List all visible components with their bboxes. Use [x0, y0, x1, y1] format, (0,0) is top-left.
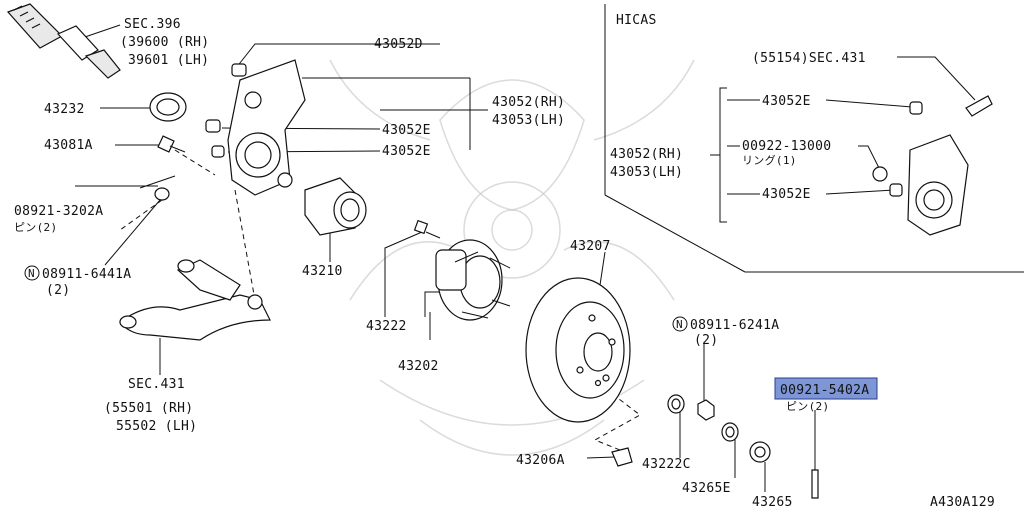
label-39601[interactable]: 39601 (LH)	[128, 53, 209, 68]
hub-bolt-part	[413, 219, 441, 239]
label-08911-6241a[interactable]: 08911-6241A	[690, 318, 779, 333]
small-hardware-parts	[611, 394, 819, 499]
label-08911-6241a-qty: (2)	[694, 333, 718, 348]
label-08921-pin: ピン(2)	[14, 221, 57, 234]
label-43052-rh[interactable]: 43052(RH)	[492, 95, 565, 110]
label-00921-pin: ピン(2)	[786, 400, 829, 413]
nut-part	[139, 175, 176, 201]
label-43265e[interactable]: 43265E	[682, 481, 731, 496]
label-hicas-00922[interactable]: 00922-13000	[742, 139, 831, 154]
label-39600[interactable]: (39600 (RH)	[120, 35, 209, 50]
n-mark-icon-2: N	[676, 318, 683, 331]
highlight-box	[774, 377, 878, 400]
label-00921-5402a[interactable]: 00921-5402A	[780, 383, 869, 398]
label-sec-431[interactable]: SEC.431	[128, 377, 185, 392]
label-hicas-43052e-b[interactable]: 43052E	[762, 187, 811, 202]
label-43052e-b[interactable]: 43052E	[382, 144, 431, 159]
label-43081a[interactable]: 43081A	[44, 138, 93, 153]
lower-arm-part	[119, 259, 271, 341]
figure-code: A430A129	[930, 495, 995, 510]
label-hicas-43053-lh[interactable]: 43053(LH)	[610, 165, 683, 180]
assembly-dashed-lines	[119, 149, 641, 451]
label-08911-6441a-qty: (2)	[46, 283, 70, 298]
label-43052d[interactable]: 43052D	[374, 37, 423, 52]
label-hicas-43052e-a[interactable]: 43052E	[762, 94, 811, 109]
watermark-emblem	[329, 59, 695, 456]
label-43202[interactable]: 43202	[398, 359, 439, 374]
label-43207[interactable]: 43207	[570, 239, 611, 254]
hicas-knuckle-part	[872, 95, 993, 236]
label-43052e-a[interactable]: 43052E	[382, 123, 431, 138]
label-43222c[interactable]: 43222C	[642, 457, 691, 472]
part-labels: SEC.396 (39600 (RH) 39601 (LH) 43232 430…	[14, 13, 995, 510]
label-43210[interactable]: 43210	[302, 264, 343, 279]
hicas-inset-frame	[604, 4, 1024, 273]
label-sec-396[interactable]: SEC.396	[124, 17, 181, 32]
label-55502[interactable]: 55502 (LH)	[116, 419, 197, 434]
label-43053-lh[interactable]: 43053(LH)	[492, 113, 565, 128]
label-hicas-55154[interactable]: (55154)SEC.431	[752, 51, 866, 66]
label-43222[interactable]: 43222	[366, 319, 407, 334]
hicas-title: HICAS	[616, 13, 657, 28]
hub-part	[435, 239, 511, 321]
label-08911-6441a[interactable]: 08911-6441A	[42, 267, 131, 282]
knuckle-part	[205, 59, 306, 196]
disc-rotor-part	[525, 277, 631, 423]
hub-bearing-part	[304, 177, 367, 236]
n-mark-icon: N	[28, 267, 35, 280]
label-08921-3202a[interactable]: 08921-3202A	[14, 204, 103, 219]
label-hicas-ring: リング(1)	[742, 153, 797, 167]
drive-shaft-part	[6, 3, 121, 79]
label-43206a[interactable]: 43206A	[516, 453, 565, 468]
label-hicas-43052-rh[interactable]: 43052(RH)	[610, 147, 683, 162]
label-43232[interactable]: 43232	[44, 102, 85, 117]
bolt-part	[157, 135, 186, 153]
label-55501[interactable]: (55501 (RH)	[104, 401, 193, 416]
seal-part	[149, 92, 187, 122]
label-43265[interactable]: 43265	[752, 495, 793, 510]
